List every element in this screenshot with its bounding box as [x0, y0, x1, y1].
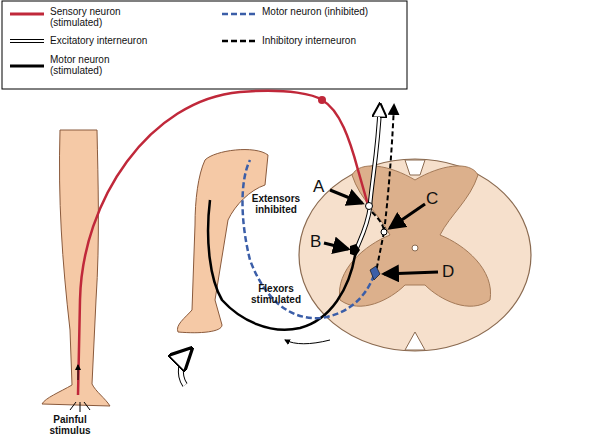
inhibitory-interneuron [372, 212, 384, 272]
leg [42, 130, 110, 406]
muscle-label: Flexors stimulated [240, 283, 312, 305]
callout-letter: C [426, 190, 446, 208]
callout-arrow [390, 204, 425, 228]
legend-text: Motor neuron (inhibited) [262, 6, 372, 17]
interneuron-body [381, 229, 387, 235]
stimulus-mark [70, 402, 90, 412]
legend-sample [222, 40, 258, 43]
callout-arrow [330, 190, 362, 203]
ventral-fissure [405, 332, 425, 350]
sensory-neuron [78, 91, 368, 395]
legend-sample [10, 65, 44, 68]
inhibitory-interneuron [384, 105, 394, 232]
stimulus-label: Painful stimulus [40, 414, 100, 436]
signal-arrow [78, 365, 79, 380]
legend-text: Inhibitory interneuron [262, 35, 402, 46]
callout-letter: A [313, 178, 333, 196]
spinal-cord [299, 159, 531, 351]
muscle-label: Extensors inhibited [240, 193, 312, 215]
movement-arrow [181, 350, 190, 385]
interneuron-body [366, 203, 373, 210]
legend-text: Excitatory interneuron [50, 35, 180, 46]
legend-text: Motor neuron (stimulated) [50, 54, 140, 76]
bent-leg [177, 150, 268, 333]
legend-sample [222, 13, 258, 16]
ganglion [318, 96, 326, 104]
callout-letter: B [310, 233, 330, 251]
central-canal [412, 245, 418, 251]
excitatory-interneuron [356, 207, 370, 250]
callout-arrow [384, 272, 438, 274]
motor-neuron-stimulated [208, 200, 356, 330]
legend-sample [10, 39, 44, 43]
legend-text: Sensory neuron (stimulated) [50, 6, 140, 28]
callout-arrow [324, 243, 348, 249]
callout-letter: D [442, 263, 462, 281]
legend-sample [10, 13, 44, 16]
legend-box [2, 1, 407, 89]
signal-arrow [285, 340, 330, 344]
excitatory-interneuron [370, 105, 380, 205]
motor-neuron-body [370, 266, 380, 280]
legend-sample [10, 40, 44, 42]
motor-neuron-body [350, 244, 360, 256]
dorsal-fissure [405, 160, 425, 175]
